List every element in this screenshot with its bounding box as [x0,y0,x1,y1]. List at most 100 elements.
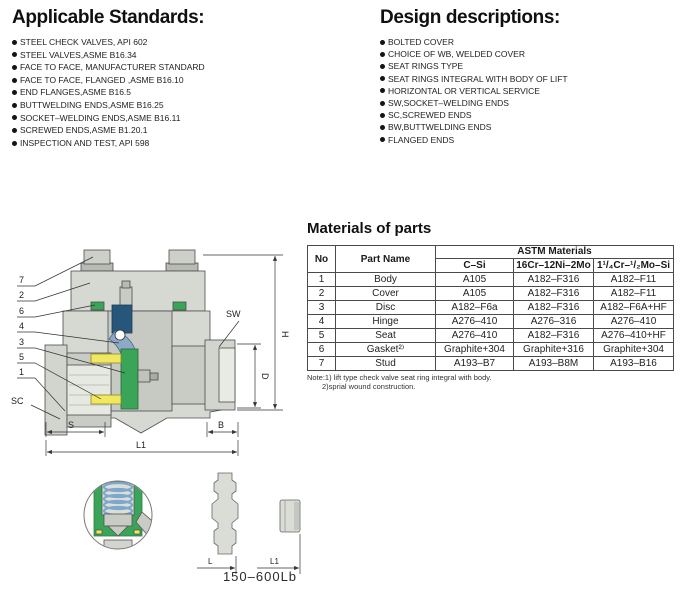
design-descriptions-list: BOLTED COVER CHOICE OF WB, WELDED COVER … [380,36,675,146]
cell-114cr: A182–F11 [592,286,675,301]
col-header-114cr: 1¹/₄Cr–¹/₂Mo–Si [592,258,675,273]
detail-seat-right [133,529,141,535]
materials-section: Materials of parts No Part Name ASTM Mat… [307,220,677,391]
materials-table: No Part Name ASTM Materials C–Si 16Cr–12… [307,245,675,371]
cell-part: Gasket²⁾ [335,342,436,357]
table-header-row: No Part Name ASTM Materials [307,245,675,273]
valve-cross-section-diagram: 7 2 6 4 3 5 1 SC SW H D [11,249,290,456]
cell-part: Disc [335,300,436,315]
cell-16cr: A182–F316 [513,286,594,301]
right-port-tube [171,345,208,405]
design-item: SEAT RINGS INTEGRAL WITH BODY OF LIFT [380,73,675,85]
disc-nut [137,369,151,383]
label-l1-bottom: L1 [270,557,279,566]
valve-body [44,249,236,436]
standard-item-label: FACE TO FACE, FLANGED ,ASME B16.10 [20,74,184,85]
col-header-part-name: Part Name [335,245,436,273]
spring-coil [102,499,134,511]
design-item: CHOICE OF WB, WELDED COVER [380,48,675,60]
standard-item-label: END FLANGES,ASME B16.5 [20,87,132,98]
spring-coil [102,487,134,499]
label-d: D [260,373,270,380]
pressure-class-caption: 150–600Lb [222,569,298,584]
design-item: SW,SOCKET–WELDING ENDS [380,97,675,109]
left-port-flange [44,344,68,436]
design-item-label: SW,SOCKET–WELDING ENDS [388,98,509,109]
cell-part: Cover [335,286,436,301]
cell-no: 2 [307,286,336,301]
bullet-icon [380,51,385,57]
cell-114cr: A276–410 [592,314,675,329]
disc [120,348,139,410]
cell-114cr: Graphite+304 [592,342,675,357]
col-header-no: No [307,245,336,273]
detail-outlet [103,539,133,549]
gasket-right [172,301,187,311]
design-item: SC,SCREWED ENDS [380,109,675,121]
detail-piston [103,513,133,527]
stem-cap [121,280,131,289]
col-header-16cr: 16Cr–12Ni–2Mo [513,258,594,273]
detail-tab-left [84,481,94,488]
cell-csi: A276–410 [435,314,514,329]
design-item-label: CHOICE OF WB, WELDED COVER [388,49,525,60]
cell-16cr: A276–316 [513,314,594,329]
callout-7: 7 [19,275,24,285]
bullet-icon [12,127,17,133]
callout-5: 5 [19,352,24,362]
design-item-label: FLANGED ENDS [388,134,455,145]
design-descriptions-section: Design descriptions: BOLTED COVER CHOICE… [380,7,675,146]
standard-item: STEEL CHECK VALVES, API 602 [12,36,357,49]
callout-line-2 [17,282,91,302]
note-line-2: 2)sprial wound construction. [322,381,416,391]
cell-16cr: A193–B8M [513,356,594,371]
applicable-standards-section: Applicable Standards: STEEL CHECK VALVES… [12,7,357,149]
spring-coil [102,493,134,505]
bullet-icon [12,64,17,70]
design-descriptions-title: Design descriptions: [380,7,560,28]
cell-csi: A193–B7 [435,356,514,371]
bullet-icon [380,125,385,131]
label-l1: L1 [136,440,146,450]
standard-item: SCREWED ENDS,ASME B1.20.1 [12,124,357,137]
cell-csi: A105 [435,286,514,301]
cell-no: 1 [307,272,336,287]
right-port-bore [218,347,236,403]
cell-csi: A276–410 [435,328,514,343]
cell-no: 3 [307,300,336,315]
cell-csi: Graphite+304 [435,342,514,357]
cell-no: 7 [307,356,336,371]
callout-6: 6 [19,306,24,316]
end-profile-l [211,472,239,555]
bullet-icon [380,64,385,69]
cell-csi: A182–F6a [435,300,514,315]
callout-line-sc [30,404,61,420]
bullet-icon [380,100,385,106]
design-item: SEAT RINGS TYPE [380,60,675,72]
cell-part: Hinge [335,314,436,329]
design-item-label: BOLTED COVER [388,37,454,47]
bullet-icon [380,112,385,118]
bullet-icon [380,76,385,82]
callout-line-3 [17,347,126,374]
callout-line-7 [17,256,94,287]
spring-coil [102,481,134,493]
label-sc: SC [11,396,24,406]
design-item-label: BW,BUTTWELDING ENDS [388,122,492,133]
standard-item-label: SOCKET–WELDING ENDS,ASME B16.11 [20,112,181,123]
bullet-icon [12,115,17,121]
cell-16cr: A182–F316 [513,328,594,343]
standard-item-label: STEEL CHECK VALVES, API 602 [20,37,148,47]
cell-csi: A105 [435,272,514,287]
standard-item-label: BUTTWELDING ENDS,ASME B16.25 [20,99,164,110]
cell-part: Body [335,272,436,287]
label-h: H [280,331,290,338]
callout-1: 1 [19,367,24,377]
cell-114cr: A276–410+HF [592,328,675,343]
design-item-label: HORIZONTAL OR VERTICAL SERVICE [388,85,540,96]
cell-no: 4 [307,314,336,329]
